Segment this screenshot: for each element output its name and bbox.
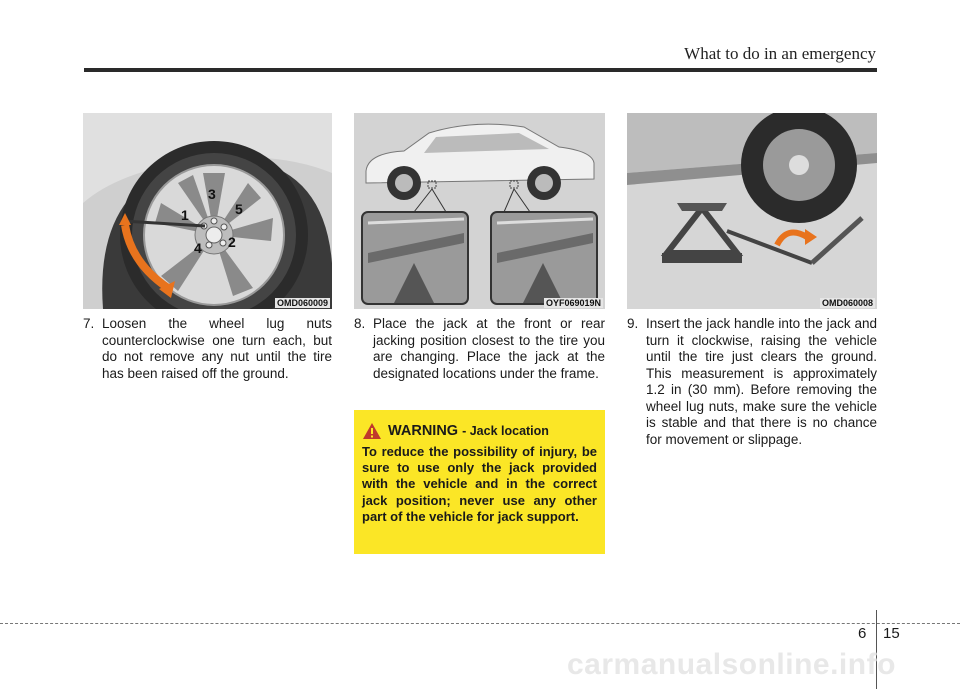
header-rule [84, 68, 877, 72]
warning-box: WARNING - Jack location To reduce the po… [354, 410, 605, 554]
jack-position-figure: OYF069019N [354, 113, 605, 309]
step-9: 9. Insert the jack handle into the jack … [627, 316, 877, 448]
figure-code: OYF069019N [543, 298, 603, 308]
step-text: Insert the jack handle into the jack and… [646, 316, 877, 447]
car-jack-points-illustration [354, 113, 605, 309]
chapter-number: 6 [858, 625, 867, 642]
step-number: 8. [354, 316, 366, 331]
lug-label-2: 2 [228, 234, 236, 250]
figure-code: OMD060008 [819, 298, 875, 308]
jack-handle-illustration [627, 113, 877, 309]
lug-label-4: 4 [194, 240, 202, 256]
jack-raising-figure: OMD060008 [627, 113, 877, 309]
footer-divider [876, 610, 877, 689]
step-text: Loosen the wheel lug nuts counterclockwi… [102, 316, 332, 381]
warning-text: To reduce the possibility of injury, be … [362, 444, 597, 524]
wheel-lug-nut-figure: 3 5 1 4 2 OMD060009 [83, 113, 332, 309]
clockwise-arrow [774, 229, 809, 247]
page-number: 15 [883, 625, 900, 642]
lug-label-1: 1 [181, 207, 189, 223]
warning-header: WARNING - Jack location [362, 422, 597, 440]
warning-triangle-icon [363, 423, 381, 439]
counterclockwise-arrow [121, 224, 171, 292]
watermark: carmanualsonline.info [567, 648, 896, 681]
step-number: 9. [627, 316, 639, 331]
footer-rule [0, 623, 960, 624]
step-text: Place the jack at the front or rear jack… [373, 316, 605, 381]
wheel-illustration: 3 5 1 4 2 [83, 113, 332, 309]
figure-code: OMD060009 [274, 298, 330, 308]
section-title: What to do in an emergency [684, 44, 876, 63]
warning-title: WARNING [388, 423, 459, 439]
step-7: 7. Loosen the wheel lug nuts countercloc… [83, 316, 332, 382]
lug-label-3: 3 [208, 186, 216, 202]
step-8: 8. Place the jack at the front or rear j… [354, 316, 605, 382]
step-number: 7. [83, 316, 95, 331]
lug-label-5: 5 [235, 201, 243, 217]
warning-subtitle: - Jack location [462, 424, 549, 438]
